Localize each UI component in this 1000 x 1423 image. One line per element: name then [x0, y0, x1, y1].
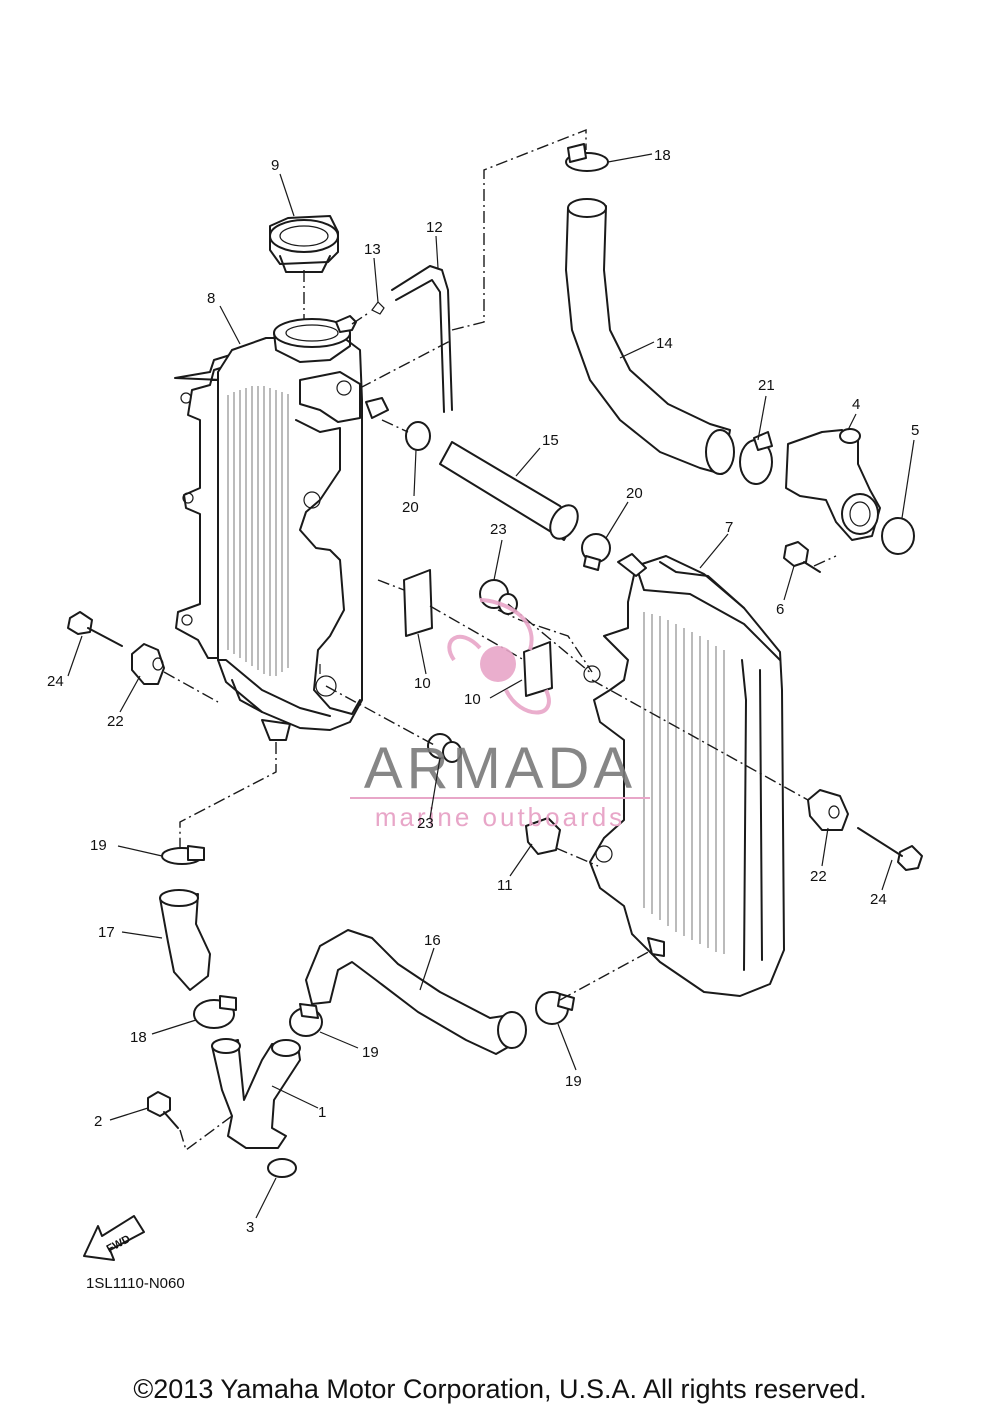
callout-3: 3	[246, 1219, 254, 1236]
grommet-22-right	[807, 789, 849, 831]
callout-8: 8	[207, 290, 215, 307]
overflow-hose	[391, 265, 453, 411]
outlet-fitting-4	[785, 428, 881, 541]
callout-7: 7	[725, 519, 733, 536]
radiator-cap	[269, 215, 339, 273]
callout-24-left: 24	[47, 673, 64, 690]
callout-11: 11	[497, 877, 513, 894]
joint-pipe-1	[211, 1038, 301, 1149]
callout-13: 13	[364, 241, 381, 258]
callout-24-right: 24	[870, 891, 887, 908]
diagram-code: 1SL1110-N060	[86, 1275, 185, 1292]
callout-18-lower: 18	[130, 1029, 147, 1046]
damper-10-right	[523, 641, 553, 697]
hose-clamp-19-upper	[161, 845, 205, 865]
o-ring-5	[881, 517, 915, 555]
hose-clamp-19-mid	[289, 1003, 323, 1037]
bolt-24-right	[857, 827, 923, 871]
callout-15: 15	[542, 432, 559, 449]
hose-clamp-20-left	[405, 421, 431, 451]
damper-10-left	[403, 569, 433, 637]
left-radiator	[174, 315, 389, 741]
callout-12: 12	[426, 219, 443, 236]
callout-20-right: 20	[626, 485, 643, 502]
callout-22-right: 22	[810, 868, 827, 885]
hose-clamp-20-right	[581, 533, 611, 571]
bolt-2	[147, 1091, 179, 1129]
bracket-11	[525, 817, 561, 855]
hose-17	[159, 893, 211, 991]
hose-clamp-18-top	[565, 143, 609, 172]
grommet-22-left	[131, 643, 165, 685]
callout-20-left: 20	[402, 499, 419, 516]
watermark-tagline: marine outboards	[375, 802, 625, 832]
callout-5: 5	[911, 422, 919, 439]
callout-4: 4	[852, 396, 860, 413]
callout-14: 14	[656, 335, 673, 352]
callout-10-left: 10	[414, 675, 431, 692]
callout-22-left: 22	[107, 713, 124, 730]
o-ring-3	[267, 1158, 297, 1178]
right-radiator	[583, 553, 785, 997]
callout-18-top: 18	[654, 147, 671, 164]
watermark-name: ARMADA	[364, 736, 636, 801]
upper-hose-14	[565, 205, 731, 475]
hose-clamp-18-lower	[193, 995, 237, 1029]
callout-23-lower: 23	[417, 815, 434, 832]
callout-21: 21	[758, 377, 775, 394]
callout-6: 6	[776, 601, 784, 618]
callout-23-upper: 23	[490, 521, 507, 538]
bolt-24-left	[67, 611, 123, 647]
callout-2: 2	[94, 1113, 102, 1130]
callout-1: 1	[318, 1104, 326, 1121]
forward-arrow-icon	[83, 1215, 145, 1261]
lower-hose-16	[305, 929, 525, 1055]
callout-9: 9	[271, 157, 279, 174]
hose-clamp-19-right	[535, 991, 575, 1025]
copyright-notice: ©2013 Yamaha Motor Corporation, U.S.A. A…	[133, 1374, 867, 1404]
callout-16: 16	[424, 932, 441, 949]
callout-19-right: 19	[565, 1073, 582, 1090]
bolt-6	[783, 541, 821, 573]
callout-10-right: 10	[464, 691, 481, 708]
callout-19-mid: 19	[362, 1044, 379, 1061]
callout-17: 17	[98, 924, 115, 941]
hose-clamp-21	[739, 431, 773, 485]
watermark-logo	[447, 598, 551, 715]
callout-19-upper: 19	[90, 837, 107, 854]
